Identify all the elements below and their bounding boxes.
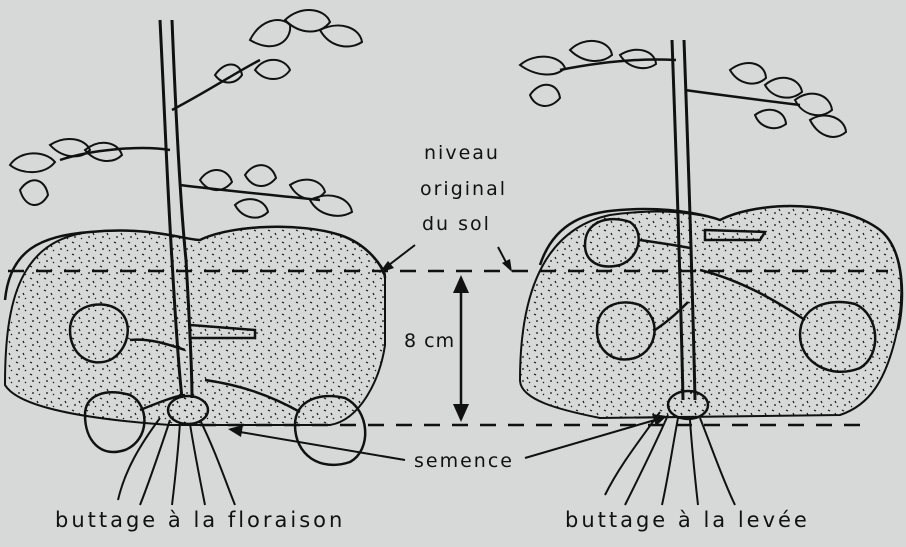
label-depth: 8 cm [404, 332, 455, 351]
depth-dimension-arrow [453, 275, 469, 422]
left-plant-group [5, 10, 385, 505]
left-seed [168, 396, 208, 424]
left-roots [118, 418, 235, 505]
left-branch-upper [172, 60, 260, 110]
left-branch-lower [60, 148, 170, 160]
left-branch-mid [180, 185, 320, 200]
right-branch-left [560, 59, 676, 70]
right-leaves [520, 41, 846, 137]
label-du-sol: du sol [422, 215, 491, 234]
soil-level-pointers [379, 245, 512, 273]
right-seed [668, 391, 708, 419]
label-niveau: niveau [424, 144, 500, 163]
caption-right: buttage à la levée [565, 510, 810, 531]
right-hill [520, 206, 901, 418]
label-semence: semence [414, 452, 514, 471]
right-plant-group [520, 40, 902, 505]
caption-left: buttage à la floraison [55, 510, 345, 531]
label-original: original [420, 180, 507, 199]
